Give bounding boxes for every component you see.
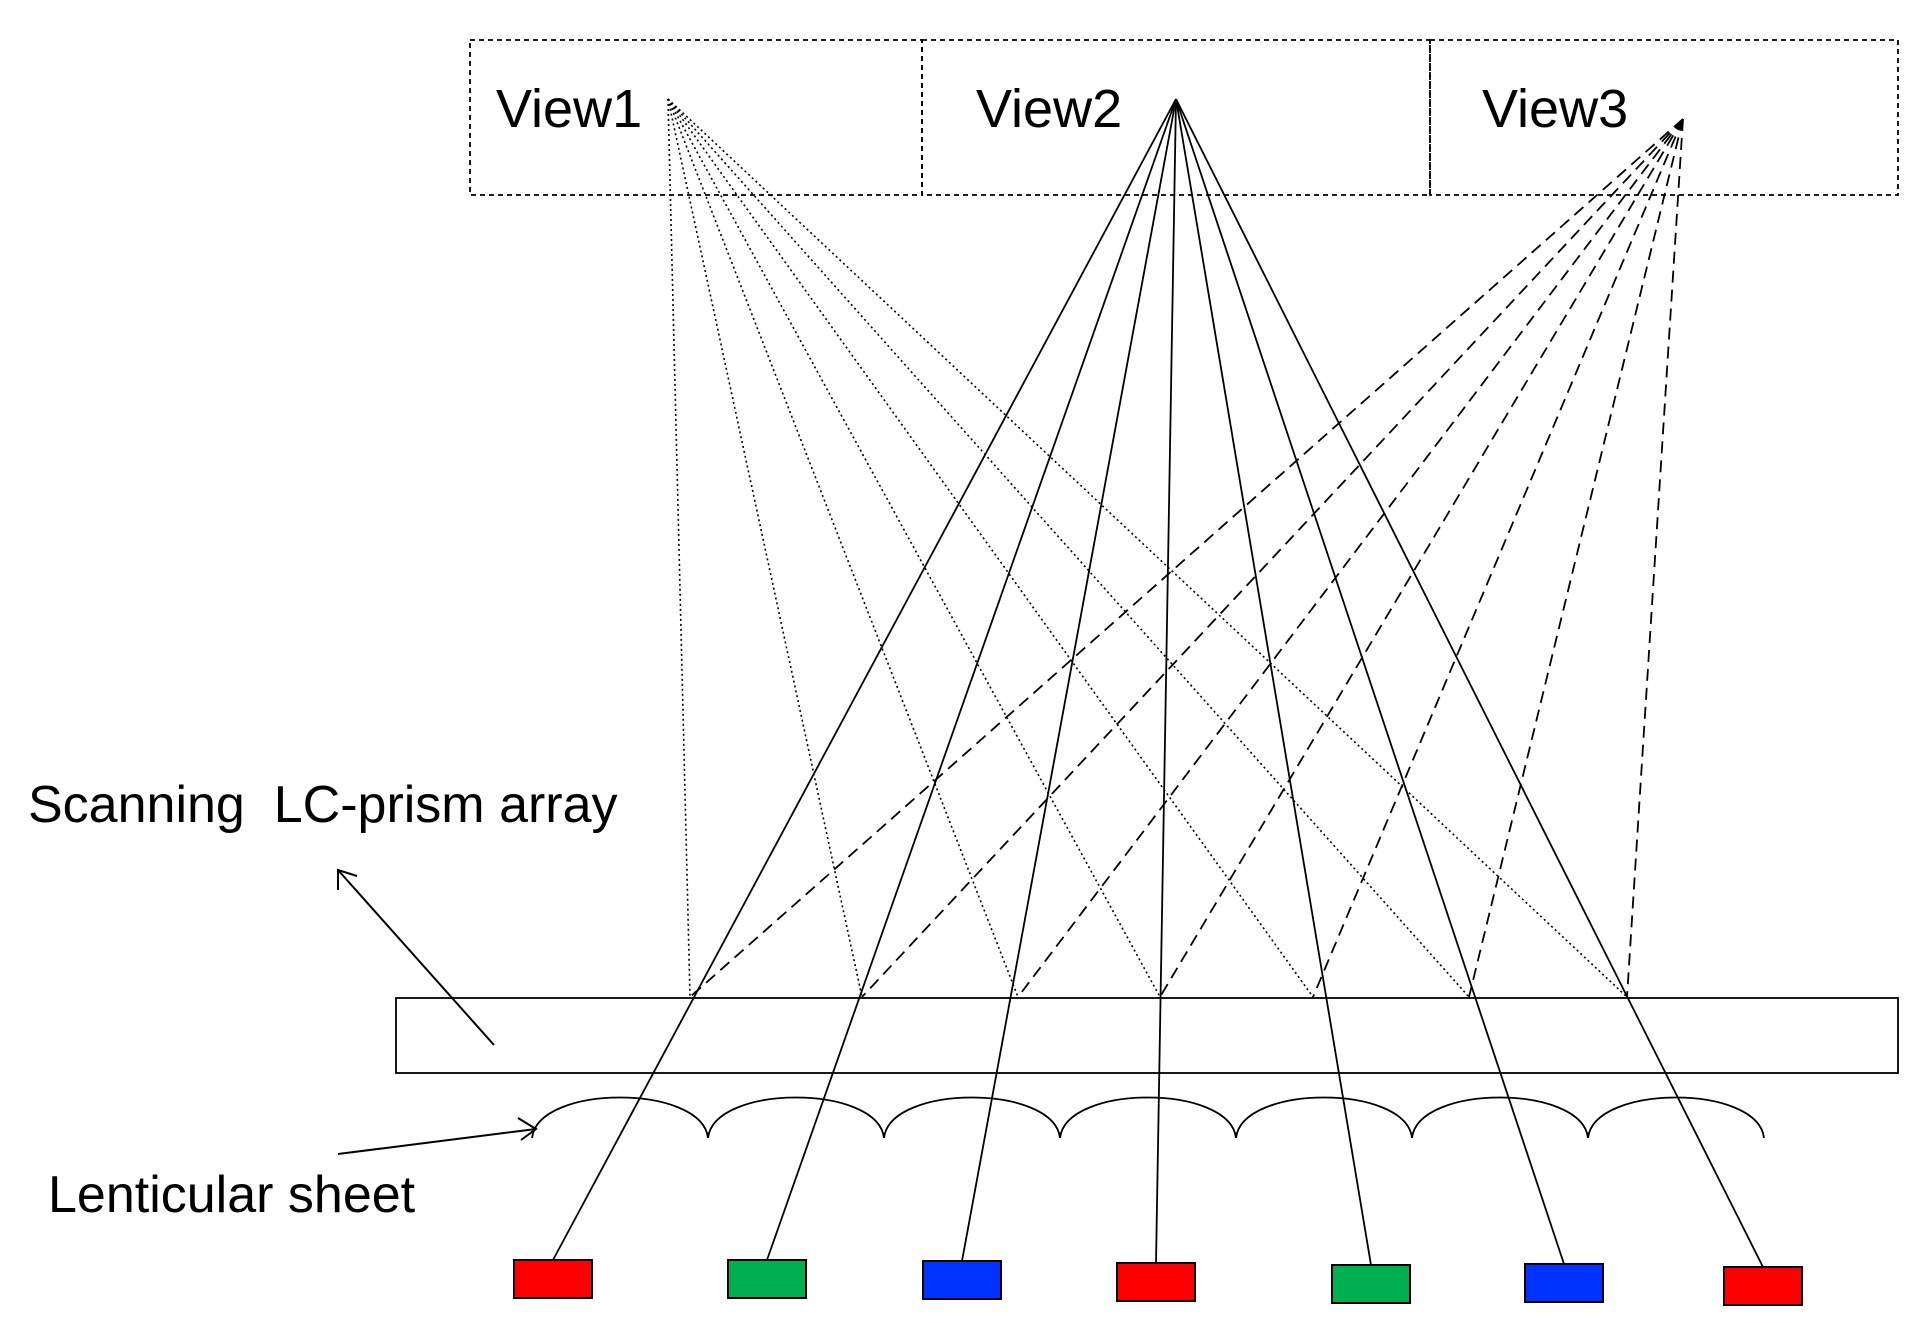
view3-ray — [689, 118, 1684, 998]
view1-ray — [667, 98, 691, 998]
view1-label: View1 — [496, 79, 642, 139]
scanning-lc-prism-array — [395, 997, 1899, 1074]
prism-array-arrow-line — [337, 869, 495, 1046]
lenticular-sheet-label: Lenticular sheet — [48, 1166, 416, 1224]
view2-ray — [1175, 98, 1565, 1265]
lenticular-arrowhead-icon — [517, 1117, 538, 1141]
lenticular-lens — [883, 1096, 1061, 1139]
lenticular-lens — [531, 1096, 709, 1139]
display-pixel — [1116, 1262, 1196, 1302]
lenticular-sheet-lenses — [531, 1096, 1765, 1139]
view2-ray — [961, 98, 1177, 1262]
view3-ray — [1312, 118, 1684, 998]
view1-ray — [667, 98, 1470, 998]
light-rays — [552, 98, 1764, 1268]
display-pixel — [1524, 1263, 1604, 1303]
view3-ray — [1017, 118, 1684, 998]
view1-zone — [469, 39, 923, 196]
lenticular-lens — [1411, 1096, 1589, 1139]
view2-label: View2 — [976, 79, 1122, 139]
lenticular-lens — [1059, 1096, 1237, 1139]
display-pixels — [513, 1259, 1803, 1306]
view1-ray — [667, 98, 1314, 998]
lenticular-lens — [1235, 1096, 1413, 1139]
lenticular-lens — [1587, 1096, 1765, 1139]
view2-ray — [552, 98, 1177, 1261]
display-pixel — [922, 1260, 1002, 1300]
view3-ray — [861, 118, 1684, 998]
view1-ray — [667, 98, 1161, 998]
prism-array-label: Scanning LC-prism array — [28, 776, 618, 834]
view3-label: View3 — [1482, 79, 1628, 139]
view2-ray — [1175, 98, 1764, 1268]
view2-zone — [921, 39, 1431, 196]
view1-ray — [667, 98, 1628, 998]
lenticular-sheet-callout: Lenticular sheet — [48, 1117, 538, 1224]
prism-array-arrowhead-icon — [337, 868, 358, 890]
lenticular-arrow-line — [337, 1128, 537, 1155]
view2-ray — [1155, 98, 1177, 1264]
display-pixel — [513, 1259, 593, 1299]
view1-ray — [667, 98, 1019, 998]
view2-ray — [1175, 98, 1372, 1266]
view3-ray — [1159, 118, 1684, 998]
prism-array-callout: Scanning LC-prism array — [28, 776, 618, 1046]
lenticular-lens — [707, 1096, 885, 1139]
view1-ray — [667, 98, 863, 998]
view2-ray — [766, 98, 1177, 1261]
view3-ray — [1468, 118, 1684, 998]
viewing-zones: View1 View2 View3 — [469, 39, 1899, 196]
display-pixel — [1723, 1266, 1803, 1306]
display-pixel — [1331, 1264, 1411, 1304]
view3-ray — [1626, 118, 1684, 998]
display-pixel — [727, 1259, 807, 1299]
